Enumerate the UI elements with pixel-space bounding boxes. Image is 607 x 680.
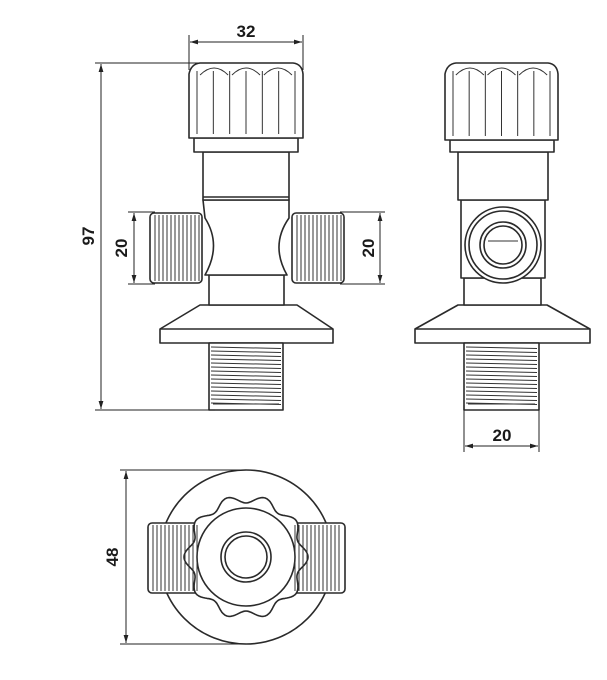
- thread-line: [465, 362, 538, 365]
- thread-hatching: [152, 67, 551, 591]
- thread-line: [210, 350, 282, 353]
- thread-line: [210, 386, 282, 389]
- dimension-knob-width: 32: [237, 22, 256, 41]
- knob-outline: [183, 496, 309, 618]
- knob-rib: [455, 67, 485, 76]
- right-thread: [291, 212, 345, 284]
- stem: [457, 151, 549, 201]
- thread-line: [465, 374, 538, 377]
- thread-line: [465, 366, 538, 369]
- dimension-flange-diameter: 48: [103, 548, 122, 567]
- thread-line: [210, 390, 282, 393]
- thread-line: [465, 386, 538, 389]
- thread-line: [210, 378, 282, 381]
- left-thread: [149, 212, 203, 284]
- thread-line: [465, 346, 538, 349]
- flange: [159, 304, 334, 344]
- thread-line: [210, 362, 282, 365]
- dimension-right-outlet: 20: [359, 239, 378, 258]
- lower-neck: [463, 277, 542, 306]
- thread-line: [465, 394, 538, 397]
- thread-line: [210, 382, 282, 385]
- knob-rib: [231, 67, 261, 76]
- dimension-bottom-thread: 20: [493, 426, 512, 445]
- knob-rib: [518, 67, 548, 76]
- knob-rib: [263, 67, 293, 76]
- dimension-overall-height: 97: [79, 227, 98, 246]
- stem: [202, 151, 290, 201]
- thread-line: [210, 366, 282, 369]
- thread-line: [465, 382, 538, 385]
- thread-line: [210, 394, 282, 397]
- dimensions: 32 97 20 20 20 48: [79, 22, 540, 645]
- thread-line: [465, 370, 538, 373]
- knob-rib: [199, 67, 229, 76]
- thread-line: [210, 374, 282, 377]
- thread-line: [210, 398, 282, 401]
- flange: [414, 304, 591, 344]
- thread-line: [465, 354, 538, 357]
- dimension-left-outlet: 20: [112, 239, 131, 258]
- thread-line: [210, 370, 282, 373]
- knob-collar: [193, 137, 299, 153]
- thread-line: [210, 358, 282, 361]
- thread-line: [465, 378, 538, 381]
- thread-line: [465, 358, 538, 361]
- lower-neck: [208, 274, 285, 306]
- thread-line: [465, 398, 538, 401]
- thread-line: [210, 354, 282, 357]
- outlet-port-outer: [464, 206, 542, 284]
- inlet-bore: [220, 531, 272, 583]
- knob-rib: [487, 67, 516, 76]
- valve-body: [202, 199, 290, 276]
- thread-line: [465, 350, 538, 353]
- knob-collar: [449, 139, 555, 153]
- thread-line: [210, 346, 282, 349]
- thread-line: [465, 390, 538, 393]
- side-view: [414, 62, 591, 411]
